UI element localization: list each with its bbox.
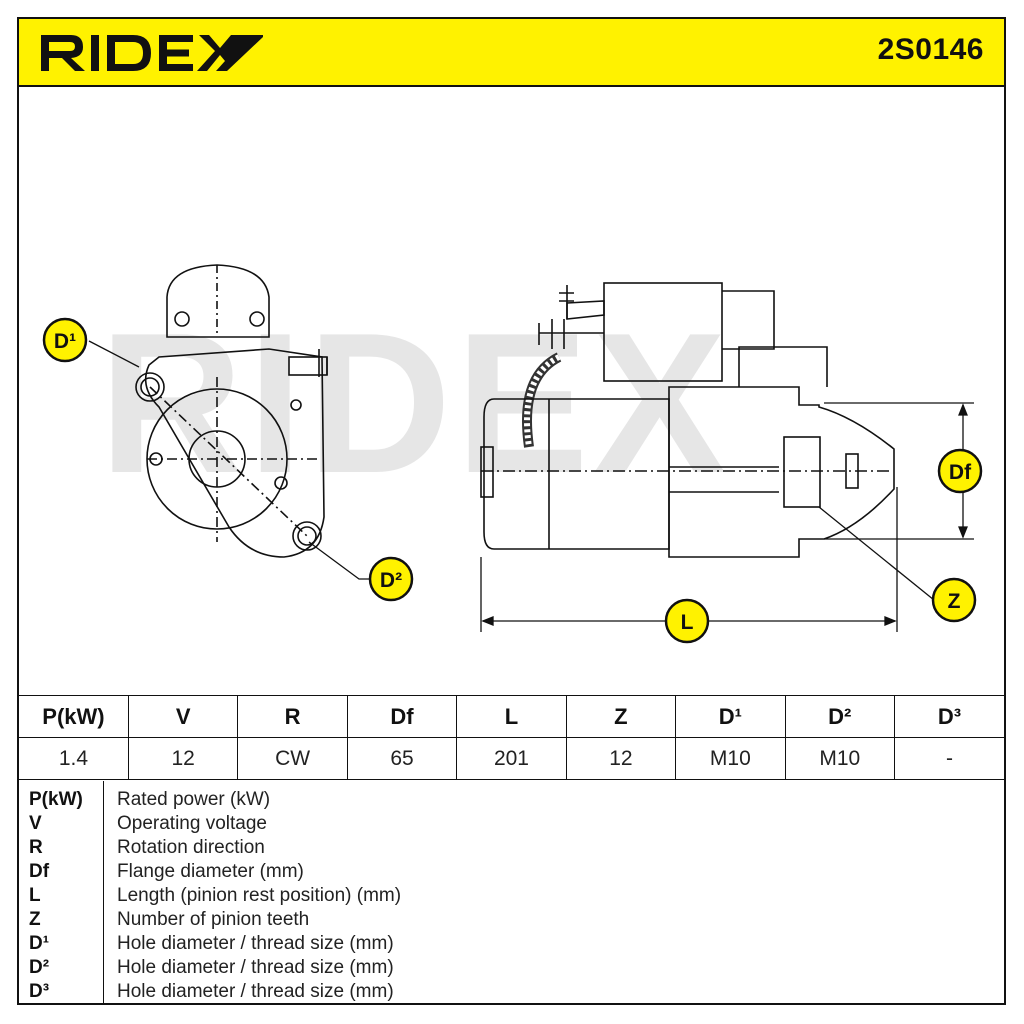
legend-key: R — [29, 837, 43, 858]
legend-key: Df — [29, 861, 50, 882]
legend-key: D² — [29, 957, 50, 978]
legend-desc: Rotation direction — [117, 837, 265, 858]
spec-header-cell: R — [237, 695, 348, 738]
callout-l: L — [664, 598, 710, 644]
header-bar: 2S0146 — [19, 19, 1004, 87]
spec-header-cell: Z — [565, 695, 677, 738]
spec-value-cell: M10 — [675, 737, 786, 780]
callout-d2: D² — [368, 556, 414, 602]
legend-key: Z — [29, 909, 41, 930]
spec-value-cell: 65 — [346, 737, 458, 780]
spec-value-cell: 12 — [127, 737, 239, 780]
legend-desc: Hole diameter / thread size (mm) — [117, 933, 394, 954]
legend-desc: Length (pinion rest position) (mm) — [117, 885, 402, 906]
side-view — [480, 282, 895, 558]
ridex-logo — [41, 35, 263, 71]
legend-desc: Operating voltage — [117, 813, 267, 834]
legend-key: L — [29, 885, 41, 906]
legend-desc: Flange diameter (mm) — [117, 861, 304, 882]
spec-value-cell: - — [894, 737, 1004, 780]
callout-z: Z — [931, 577, 977, 623]
front-view — [135, 264, 328, 558]
callout-d2-label: D² — [380, 569, 402, 592]
legend-row: V Operating voltage — [19, 813, 1004, 837]
watermark: RIDEX — [99, 292, 730, 515]
legend-row: Z Number of pinion teeth — [19, 909, 1004, 933]
callout-z-label: Z — [948, 590, 961, 613]
spec-header-cell: D¹ — [675, 695, 786, 738]
spec-value-cell: M10 — [784, 737, 896, 780]
spec-header-cell: V — [127, 695, 239, 738]
legend-row: P(kW) Rated power (kW) — [19, 789, 1004, 813]
callout-l-label: L — [681, 611, 694, 634]
legend-key: D³ — [29, 981, 50, 1002]
legend-row: Df Flange diameter (mm) — [19, 861, 1004, 885]
callout-d1: D¹ — [42, 317, 88, 363]
callout-df-label: Df — [949, 461, 972, 484]
spec-header-cell: D³ — [894, 695, 1004, 738]
spec-value-row: 1.4 12 CW 65 201 12 M10 M10 - — [19, 737, 1004, 780]
spec-value-cell: 1.4 — [19, 737, 129, 780]
spec-header-cell: Df — [346, 695, 458, 738]
spec-header-row: P(kW) V R Df L Z D¹ D² D³ — [19, 695, 1004, 738]
spec-table: P(kW) V R Df L Z D¹ D² D³ 1.4 12 CW 65 2… — [19, 695, 1004, 780]
legend-desc: Number of pinion teeth — [117, 909, 310, 930]
spec-value-cell: CW — [237, 737, 348, 780]
legend-key: P(kW) — [29, 789, 83, 810]
legend-key: V — [29, 813, 42, 834]
spec-value-cell: 201 — [456, 737, 567, 780]
spec-value-cell: 12 — [565, 737, 677, 780]
spec-header-cell: L — [456, 695, 567, 738]
technical-drawing: RIDEX — [42, 264, 983, 644]
spec-header-cell: D² — [784, 695, 896, 738]
legend: P(kW) Rated power (kW) V Operating volta… — [19, 781, 1004, 1003]
spec-header-cell: P(kW) — [19, 695, 129, 738]
legend-row: D³ Hole diameter / thread size (mm) — [19, 981, 1004, 1005]
legend-desc: Rated power (kW) — [117, 789, 271, 810]
product-sheet: 2S0146 RIDEX — [17, 17, 1006, 1005]
legend-row: D¹ Hole diameter / thread size (mm) — [19, 933, 1004, 957]
part-number: 2S0146 — [877, 33, 984, 66]
legend-row: D² Hole diameter / thread size (mm) — [19, 957, 1004, 981]
legend-key: D¹ — [29, 933, 50, 954]
legend-desc: Hole diameter / thread size (mm) — [117, 981, 394, 1002]
callout-d1-label: D¹ — [54, 330, 76, 353]
legend-row: R Rotation direction — [19, 837, 1004, 861]
legend-desc: Hole diameter / thread size (mm) — [117, 957, 394, 978]
callout-df: Df — [937, 448, 983, 494]
legend-divider — [103, 781, 104, 1003]
legend-row: L Length (pinion rest position) (mm) — [19, 885, 1004, 909]
